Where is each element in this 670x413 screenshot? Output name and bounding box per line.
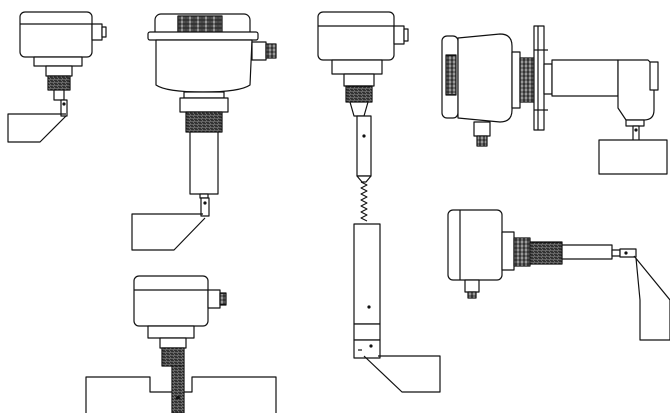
cover-ribs <box>177 15 223 33</box>
variant-horizontal-side-entry <box>447 209 670 341</box>
process-thread <box>345 85 373 103</box>
process-thread <box>47 75 71 91</box>
variant-compact-vertical <box>7 11 107 143</box>
paddle-shaft <box>60 99 68 117</box>
hex-nut <box>513 237 531 267</box>
housing-body <box>457 33 513 123</box>
housing-base <box>147 325 195 339</box>
variant-vertical-extension <box>131 13 277 251</box>
cable-gland <box>393 25 405 45</box>
process-thread <box>529 241 563 265</box>
hex-nut <box>179 97 229 113</box>
cover-ribs <box>445 54 457 96</box>
weight-upper <box>356 115 372 177</box>
hex-nut <box>159 337 187 349</box>
paddle-outline <box>131 213 206 251</box>
hex-nut <box>519 57 535 103</box>
flange <box>533 25 545 131</box>
paddle-shaft <box>619 248 637 258</box>
housing-base <box>33 56 83 67</box>
housing-base <box>501 231 515 271</box>
paddle-shaft <box>200 197 210 217</box>
cable-gland <box>251 41 267 61</box>
cable-gland <box>473 121 491 137</box>
variant-vertical-top-entry <box>85 275 277 413</box>
paddle-outline <box>363 355 441 393</box>
housing-top <box>19 11 93 58</box>
housing-top <box>447 209 503 281</box>
housing-body <box>155 39 253 93</box>
process-thread <box>185 111 223 133</box>
paddle-outline <box>633 255 670 341</box>
extension-tube <box>561 244 613 260</box>
extension-tube <box>551 59 619 97</box>
elbow <box>617 59 655 121</box>
process-thread <box>161 347 185 367</box>
cable-gland <box>207 289 221 309</box>
paddle-shaft <box>353 339 381 359</box>
housing-top <box>133 275 209 327</box>
variant-cable-extension <box>317 11 441 393</box>
paddle-outline <box>598 139 668 175</box>
extension-tube <box>189 131 219 195</box>
paddle-outline <box>7 113 67 143</box>
vessel-wall <box>85 376 277 413</box>
housing-base <box>331 59 383 75</box>
variant-horizontal-flange <box>441 25 668 175</box>
housing-top <box>317 11 395 61</box>
hex-nut <box>343 73 375 87</box>
extension-tube <box>353 223 381 325</box>
cable-gland <box>91 23 103 41</box>
flexible-spring <box>360 181 368 222</box>
cable-gland <box>464 279 480 293</box>
hex-nut <box>45 65 73 77</box>
tube-sleeve <box>353 323 381 341</box>
paddle-shaft <box>171 365 185 413</box>
